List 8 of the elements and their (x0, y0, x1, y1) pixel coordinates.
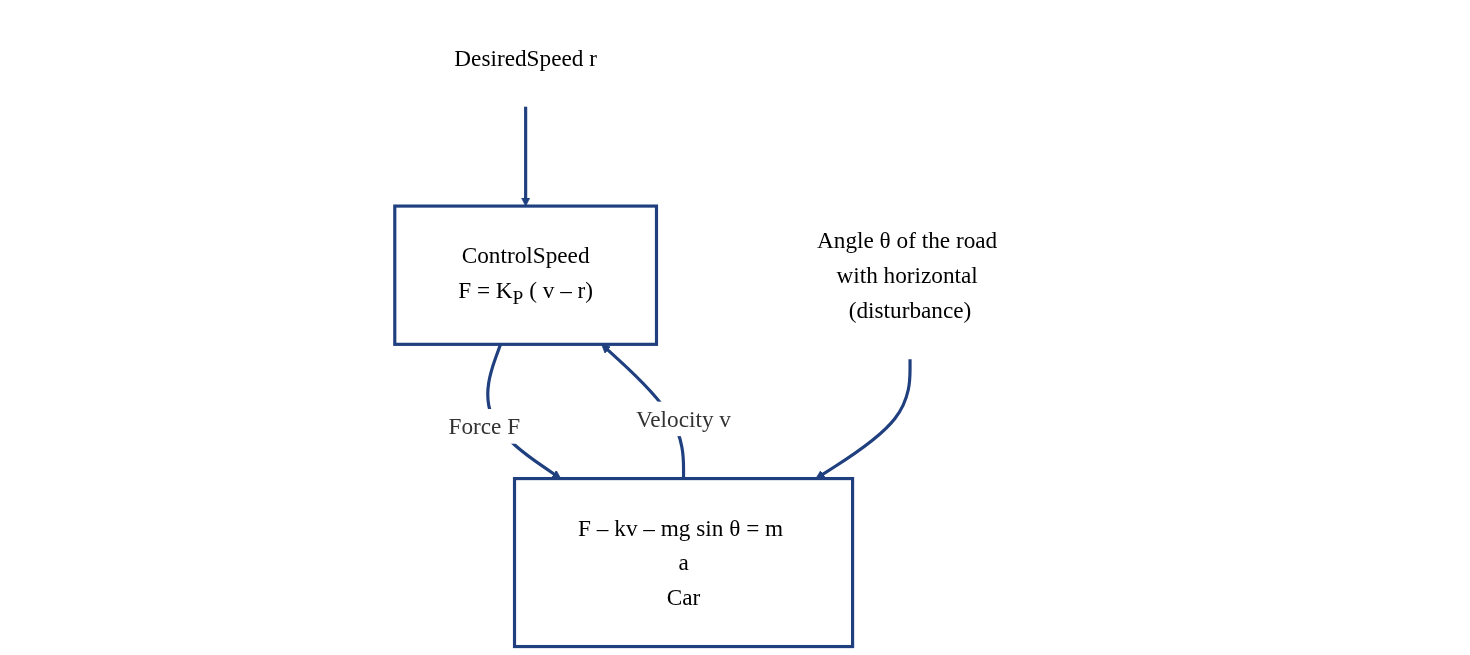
edge-label: Force F (448, 413, 521, 440)
node-box: ControlSpeed F = K$_{P}$ ( v – r) (393, 204, 659, 346)
node-box: F – kv – mg sin θ = m a Car (512, 477, 855, 649)
arrow (521, 106, 531, 207)
node-text: Angle θ of the road with horizontal (disturbance) (817, 227, 998, 324)
edge-label: Velocity v (636, 405, 731, 433)
arrow (815, 359, 912, 479)
node-text: DesiredSpeed r (454, 44, 597, 71)
